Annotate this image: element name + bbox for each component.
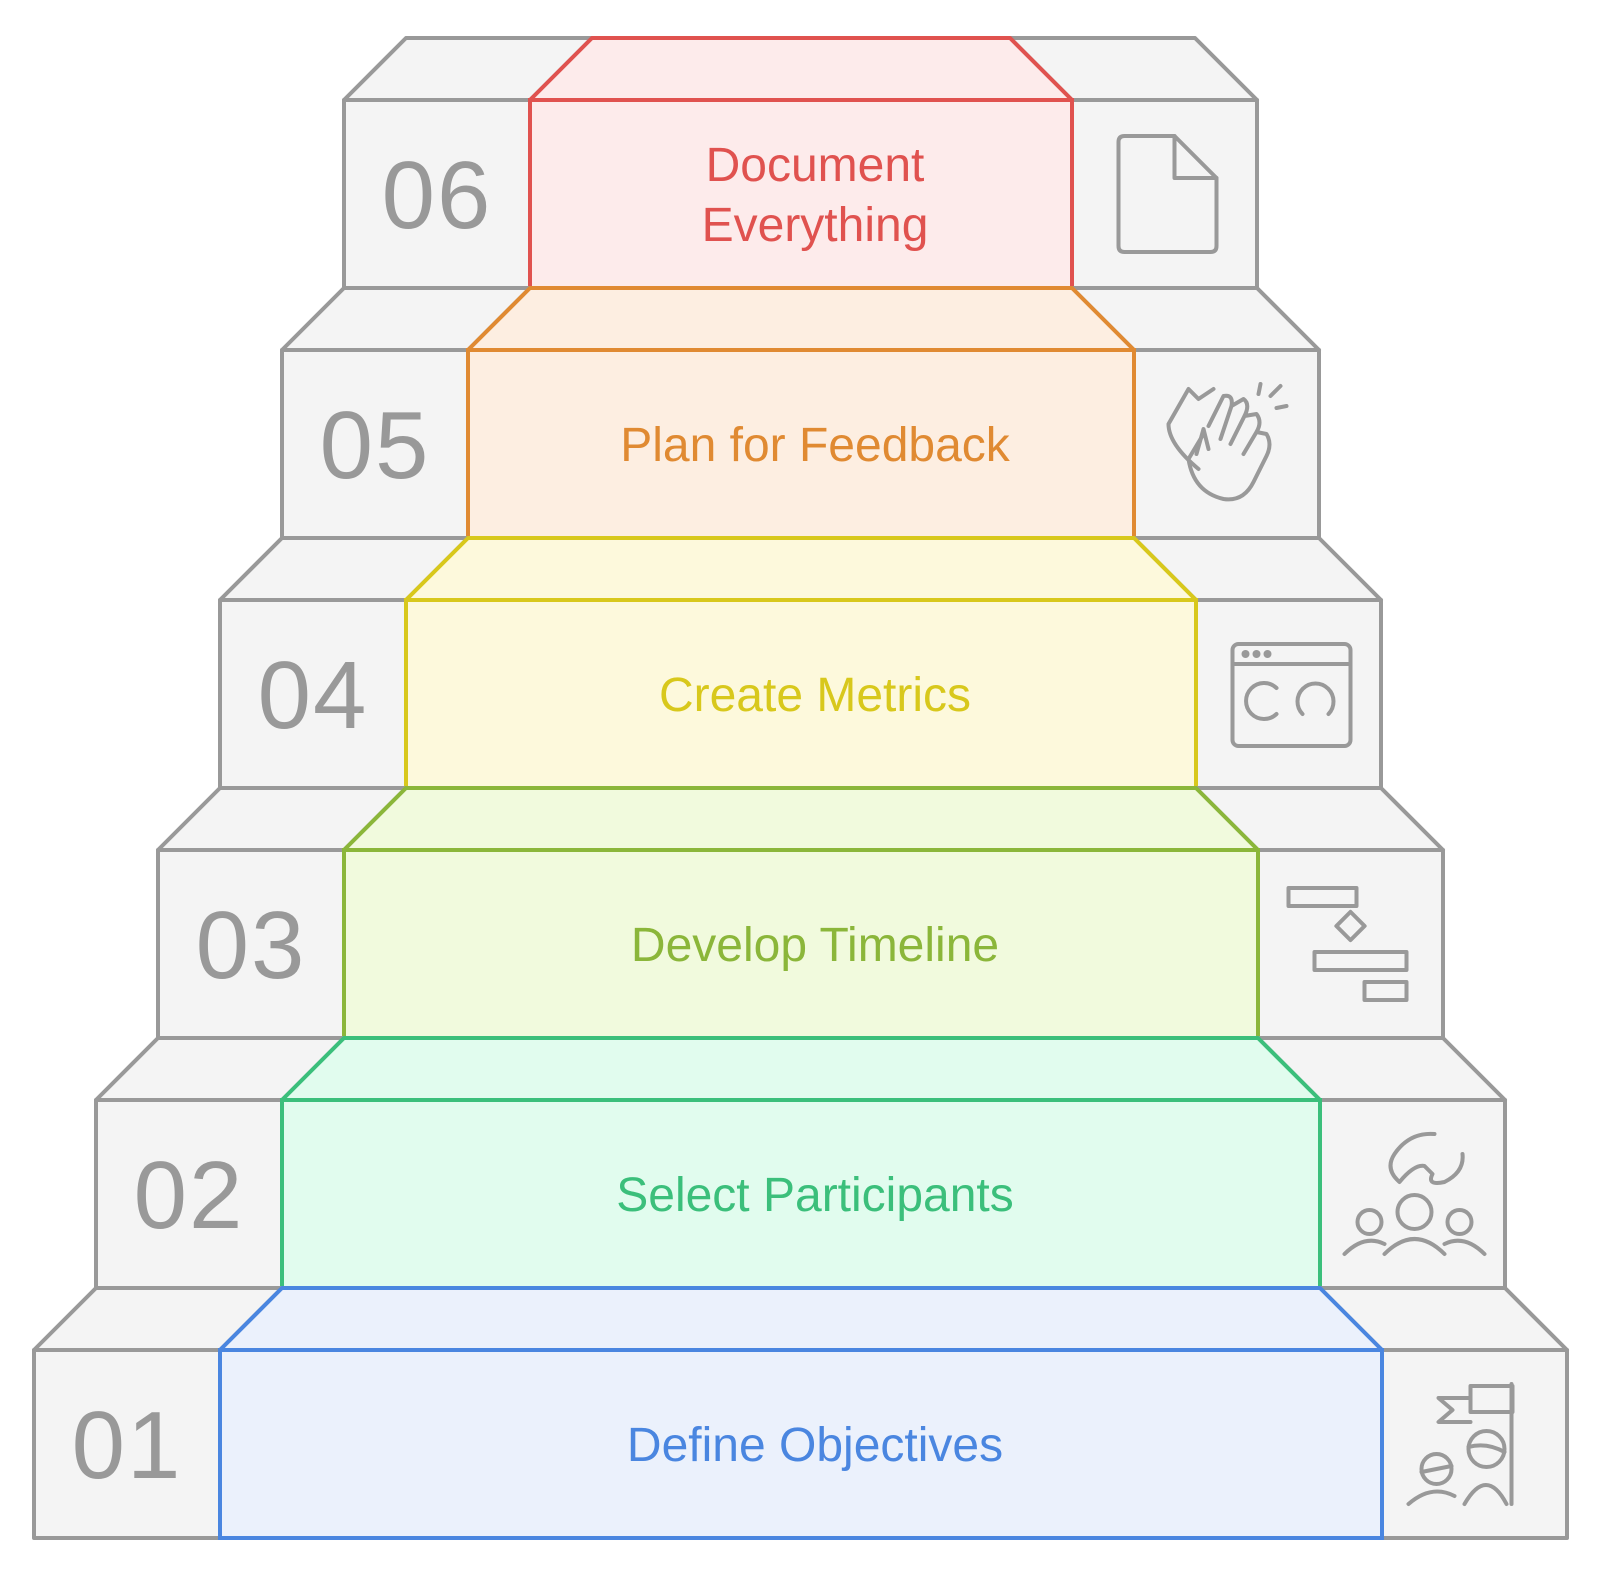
step-center-face [218, 1348, 1384, 1540]
step-label: Document [706, 139, 925, 192]
step-02: 02 Select Participants [94, 1036, 1507, 1290]
step-left-face [218, 598, 408, 790]
step-label: Create Metrics [659, 669, 971, 722]
step-center-top [342, 786, 1260, 852]
step-left-face [280, 348, 470, 540]
clapping-hands-icon [1166, 382, 1289, 502]
step-center-face [280, 1098, 1322, 1290]
step-04: 04 Create Metrics [218, 536, 1383, 790]
step-right-face [1194, 598, 1383, 790]
step-right-face [1256, 848, 1445, 1040]
step-label: Everything [702, 199, 929, 252]
step-number: 01 [72, 1392, 183, 1499]
step-number: 03 [196, 892, 307, 999]
step-03: 03 Develop Timeline [156, 786, 1445, 1040]
step-number: 04 [258, 642, 369, 749]
step-center-face [528, 98, 1074, 290]
step-05: 05 Plan for Feedback [280, 286, 1321, 540]
step-center-face [342, 848, 1260, 1040]
step-left-face [156, 848, 346, 1040]
dashboard-metrics-icon [1230, 642, 1353, 748]
step-01: 01 Define Objectives [32, 1286, 1569, 1540]
step-label: Plan for Feedback [620, 419, 1011, 472]
team-goal-icon [1406, 1382, 1515, 1506]
step-center-top [218, 1286, 1384, 1352]
step-label: Select Participants [616, 1169, 1014, 1222]
select-people-icon [1342, 1131, 1487, 1256]
step-right-face [1070, 98, 1259, 290]
step-label: Develop Timeline [631, 919, 999, 972]
step-center-top [466, 286, 1136, 352]
step-number: 05 [320, 392, 431, 499]
step-center-top [280, 1036, 1322, 1102]
step-number: 06 [382, 142, 493, 249]
step-right-face [1132, 348, 1321, 540]
step-center-top [404, 536, 1198, 602]
step-number: 02 [134, 1142, 245, 1249]
step-left-face [32, 1348, 222, 1540]
step-center-face [404, 598, 1198, 790]
step-center-face [466, 348, 1136, 540]
gantt-timeline-icon [1286, 886, 1409, 1002]
step-left-face [94, 1098, 284, 1290]
document-icon [1116, 134, 1219, 254]
step-center-top [528, 36, 1074, 102]
step-label: Define Objectives [627, 1419, 1003, 1472]
